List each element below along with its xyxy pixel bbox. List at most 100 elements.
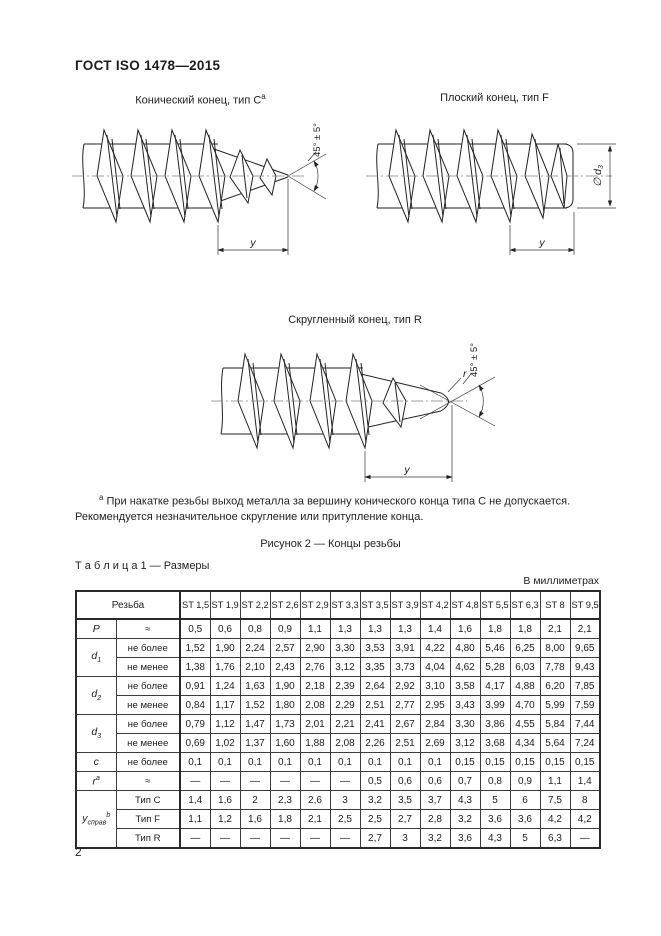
value-cell: 2,5: [359, 809, 391, 829]
qualifier-cell: ≈: [115, 771, 181, 791]
value-cell: 0,91: [179, 676, 211, 696]
value-cell: 2,10: [239, 657, 271, 677]
figure-title: Рисунок 2 — Концы резьбы: [260, 538, 401, 550]
size-header-cell: ST 3,9: [389, 590, 421, 620]
value-cell: 5,46: [479, 638, 511, 658]
param-cell: P: [75, 618, 117, 639]
value-cell: 4,17: [479, 676, 511, 696]
value-cell: 3,30: [449, 714, 481, 734]
param-cell: c: [75, 752, 117, 772]
size-header-cell: ST 5,5: [479, 590, 511, 620]
value-cell: 3,91: [389, 638, 421, 658]
value-cell: 2,1: [539, 618, 571, 639]
size-header-cell: ST 6,3: [509, 590, 541, 620]
qualifier-cell: Тип F: [115, 809, 181, 829]
value-cell: 1,17: [209, 695, 241, 715]
size-header-cell: ST 2,6: [269, 590, 301, 620]
value-cell: 1,80: [269, 695, 301, 715]
value-cell: 1,12: [209, 714, 241, 734]
value-cell: —: [179, 771, 211, 791]
qualifier-cell: Тип C: [115, 790, 181, 810]
value-cell: 9,43: [569, 657, 601, 677]
thread-header-cell: Резьба: [75, 590, 181, 620]
value-cell: 3,5: [389, 790, 421, 810]
value-cell: —: [179, 828, 211, 849]
value-cell: 2,7: [359, 828, 391, 849]
value-cell: 1,4: [569, 771, 601, 791]
flat-d3-dimension: ∅ d3: [577, 143, 616, 209]
value-cell: 1,52: [239, 695, 271, 715]
value-cell: 0,84: [179, 695, 211, 715]
round-radius-annotation: r: [447, 368, 467, 393]
size-header-cell: ST 2,9: [299, 590, 331, 620]
value-cell: 2,01: [299, 714, 331, 734]
value-cell: 4,04: [419, 657, 451, 677]
value-cell: 7,5: [539, 790, 571, 810]
units-note: В миллиметрах: [523, 575, 599, 587]
value-cell: 1,8: [269, 809, 301, 829]
value-cell: 0,1: [389, 752, 421, 772]
size-header-cell: ST 4,8: [449, 590, 481, 620]
value-cell: 5: [509, 828, 541, 849]
value-cell: —: [209, 771, 241, 791]
value-cell: 2,08: [329, 733, 361, 753]
value-cell: 6: [509, 790, 541, 810]
value-cell: 3,10: [419, 676, 451, 696]
flat-screw-body: [366, 128, 612, 224]
size-header-cell: ST 9,5: [569, 590, 601, 620]
value-cell: —: [299, 771, 331, 791]
value-cell: 4,80: [449, 638, 481, 658]
value-cell: 1,1: [299, 618, 331, 639]
value-cell: 3,2: [419, 828, 451, 849]
qualifier-cell: не менее: [115, 733, 181, 753]
value-cell: 0,15: [509, 752, 541, 772]
value-cell: 3,6: [449, 828, 481, 849]
value-cell: 1,1: [539, 771, 571, 791]
value-cell: 1,8: [479, 618, 511, 639]
param-cell: ra: [75, 771, 117, 791]
value-cell: —: [569, 828, 601, 849]
value-cell: 8,00: [539, 638, 571, 658]
value-cell: 0,1: [209, 752, 241, 772]
value-cell: 3,53: [359, 638, 391, 658]
footnote-marker: a: [99, 493, 104, 502]
value-cell: 3,86: [479, 714, 511, 734]
qualifier-cell: не более: [115, 752, 181, 772]
size-header-cell: ST 1,5: [179, 590, 211, 620]
value-cell: —: [239, 771, 271, 791]
value-cell: 5: [479, 790, 511, 810]
value-cell: 0,1: [269, 752, 301, 772]
figure-caption-cone-sup: a: [261, 92, 266, 101]
size-header-cell: ST 8: [539, 590, 571, 620]
param-cell: yсправb: [75, 790, 117, 849]
value-cell: 2,39: [329, 676, 361, 696]
value-cell: 3: [329, 790, 361, 810]
size-header-cell: ST 3,3: [329, 590, 361, 620]
qualifier-cell: Тип R: [115, 828, 181, 849]
qualifier-cell: не более: [115, 676, 181, 696]
round-angle-label: 45° ± 5°: [469, 343, 480, 377]
value-cell: 0,9: [509, 771, 541, 791]
cone-angle-label: 45° ± 5°: [312, 123, 323, 157]
value-cell: —: [269, 771, 301, 791]
size-header-cell: ST 3,5: [359, 590, 391, 620]
value-cell: 1,6: [449, 618, 481, 639]
cone-y-dimension: y: [217, 179, 289, 255]
value-cell: 1,3: [329, 618, 361, 639]
value-cell: 3,2: [449, 809, 481, 829]
value-cell: 2,77: [389, 695, 421, 715]
value-cell: 1,76: [209, 657, 241, 677]
value-cell: 2,51: [389, 733, 421, 753]
cone-y-label: y: [249, 237, 256, 249]
value-cell: 7,44: [569, 714, 601, 734]
value-cell: 0,5: [359, 771, 391, 791]
figure-caption-round-text: Скругленный конец, тип R: [288, 314, 422, 326]
